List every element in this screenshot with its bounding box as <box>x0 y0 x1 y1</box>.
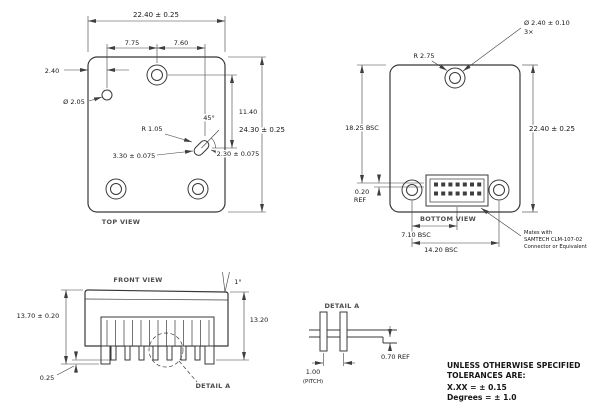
detail-a-protrusion-dim: 0.70 REF <box>381 353 410 361</box>
bottom-view-1420-dim: 14.20 BSC <box>424 246 458 254</box>
front-view-standoff-dim: 0.25 <box>40 374 54 382</box>
front-view-detail-callout: DETAIL A <box>195 382 230 390</box>
bottom-view-height-dim: 22.40 ± 0.25 <box>529 125 575 133</box>
bottom-view-020-ref: REF <box>354 196 367 204</box>
top-view-slot-length-dim: 3.30 ± 0.075 <box>113 152 156 160</box>
bottom-view-label: BOTTOM VIEW <box>420 215 476 223</box>
detail-a-pitch-dim: 1.00 <box>306 368 320 376</box>
pin-tails <box>100 345 215 365</box>
front-view: FRONT VIEW 1° 13.70 ± 0.20 13.20 0.25 DE… <box>15 271 270 390</box>
bottom-view-part-outline <box>389 64 521 213</box>
top-view-240-dim: 2.40 <box>45 67 59 75</box>
small-hole <box>101 89 113 101</box>
tolerance-block: UNLESS OTHERWISE SPECIFIED TOLERANCES AR… <box>447 361 580 402</box>
front-view-height-right-dim: 13.20 <box>250 316 269 324</box>
top-view-height-dim: 24.30 ± 0.25 <box>239 126 285 134</box>
top-view-slot-angle-dim: 45° <box>203 114 215 122</box>
tolerance-line1: UNLESS OTHERWISE SPECIFIED <box>447 361 580 370</box>
detail-a-title: DETAIL A <box>324 302 359 310</box>
pin-comb <box>106 320 210 346</box>
top-view-part-outline <box>87 56 226 213</box>
connector-shroud <box>100 316 215 347</box>
front-view-part-outline <box>84 289 229 365</box>
detail-a-circle <box>148 332 184 368</box>
front-view-label: FRONT VIEW <box>113 276 162 284</box>
top-view-slot-width-dim: 2.30 ± 0.075 <box>217 150 260 158</box>
pin-section-1 <box>319 311 328 352</box>
pin-section-2 <box>339 311 348 352</box>
front-view-height-left-dim: 13.70 ± 0.20 <box>17 312 60 320</box>
top-view-hole-dia-dim: Ø 2.05 <box>63 98 85 106</box>
bottom-view-710-dim: 7.10 BSC <box>401 231 431 239</box>
top-view: 22.40 ± 0.25 7.75 7.60 2.40 Ø 2.05 11.40… <box>45 11 287 226</box>
top-view-label: TOP VIEW <box>102 218 140 226</box>
front-view-draft-angle-dim: 1° <box>234 278 241 286</box>
bottom-view-dimensions <box>357 27 538 247</box>
bottom-view-corner-radius-dim: R 2.75 <box>413 52 434 60</box>
connector-note-line1: Mates with <box>524 230 552 236</box>
connector <box>425 174 489 207</box>
tolerance-line3: X.XX = ± 0.15 <box>447 383 507 392</box>
bottom-view: R 2.75 Ø 2.40 ± 0.10 3× 18.25 BSC 22.40 … <box>344 19 587 256</box>
bottom-view-hole-dia-dim: Ø 2.40 ± 0.10 <box>524 19 570 27</box>
detail-a: DETAIL A 0.70 REF 1.00 (PITCH) <box>303 302 412 385</box>
top-view-slot-radius-dim: R 1.05 <box>141 125 162 133</box>
bottom-view-hole-qty: 3× <box>524 28 534 36</box>
tolerance-line4: Degrees = ± 1.0 <box>447 393 517 402</box>
top-view-dimensions <box>64 16 266 213</box>
bottom-view-020-dim: 0.20 <box>355 188 369 196</box>
top-view-775-dim: 7.75 <box>125 39 139 47</box>
top-view-width-dim: 22.40 ± 0.25 <box>133 11 179 19</box>
detail-a-geometry <box>309 311 397 352</box>
connector-note-line3: Connector or Equivalent <box>524 244 587 250</box>
front-view-dimensions <box>56 271 249 383</box>
tolerance-line2: TOLERANCES ARE: <box>447 371 526 380</box>
detail-a-pitch-caption: (PITCH) <box>303 379 323 385</box>
top-view-1140-dim: 11.40 <box>239 108 258 116</box>
bottom-view-1825-dim: 18.25 BSC <box>345 124 379 132</box>
connector-note-line2: SAMTECH CLM-107-02 <box>524 237 582 243</box>
detail-a-dimensions <box>312 326 392 366</box>
top-view-760-dim: 7.60 <box>174 39 188 47</box>
